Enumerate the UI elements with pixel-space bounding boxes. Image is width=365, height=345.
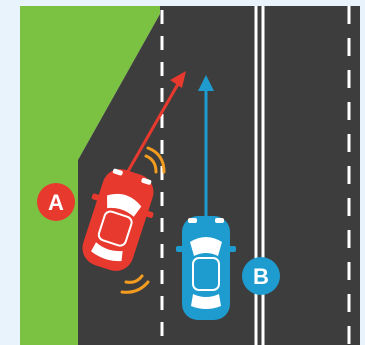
car-b-badge: B xyxy=(242,257,280,295)
car-b-label: B xyxy=(253,264,269,289)
car-a-label: A xyxy=(48,190,64,215)
car-a-badge: A xyxy=(37,183,75,221)
car-b xyxy=(176,216,236,320)
